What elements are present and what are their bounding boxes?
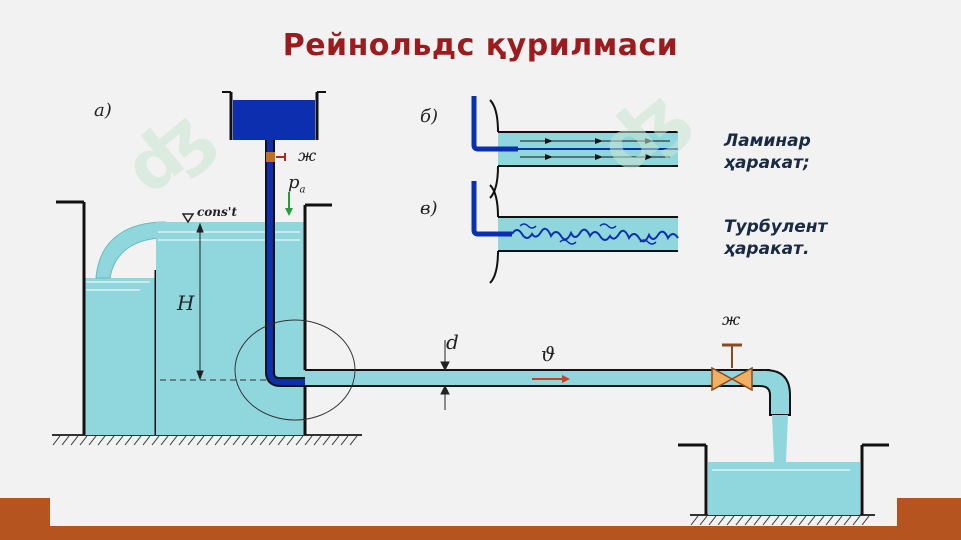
diameter-label: d	[446, 330, 459, 354]
ground-hatch-line	[852, 515, 861, 526]
ground-hatch-line	[61, 435, 70, 446]
ground-hatch-line	[97, 435, 106, 446]
laminar-legend-line2: ҳаракат;	[724, 153, 810, 173]
ground-hatch-line	[780, 515, 789, 526]
ground-hatch-line	[708, 515, 717, 526]
ground-hatch-line	[187, 435, 196, 446]
turbulent-legend-line2: ҳаракат.	[724, 239, 810, 259]
ground-hatch-line	[313, 435, 322, 446]
dye-valve-label: ж	[298, 146, 317, 165]
ground-hatch-line	[133, 435, 142, 446]
accent-bar-bottom	[50, 526, 897, 540]
ground-hatch-line	[331, 435, 340, 446]
ground-hatch-line	[259, 435, 268, 446]
ground-hatch-line	[304, 435, 313, 446]
ground-hatch-line	[151, 435, 160, 446]
ground-hatch-line	[699, 515, 708, 526]
ground-hatch-line	[726, 515, 735, 526]
ground-hatch-line	[771, 515, 780, 526]
ground-hatch-line	[124, 435, 133, 446]
dye-reservoir	[222, 91, 326, 140]
ground-hatch-line	[205, 435, 214, 446]
main-tank	[156, 203, 332, 435]
panel-label-b: б)	[420, 106, 439, 127]
ground-hatch-line	[816, 515, 825, 526]
laminar-legend: Ламинар ҳаракат;	[724, 130, 811, 174]
height-dimension	[196, 222, 204, 381]
ground-hatch-line	[79, 435, 88, 446]
pressure-label: pа	[288, 172, 306, 196]
ground-hatch-line	[340, 435, 349, 446]
accent-bar-left	[0, 498, 50, 540]
overflow-jet	[95, 221, 166, 279]
ground-hatch-line	[115, 435, 124, 446]
ground-hatch-line	[789, 515, 798, 526]
ground-hatch-line	[861, 515, 870, 526]
ground-hatch-line	[753, 515, 762, 526]
ground-hatch-line	[142, 435, 151, 446]
panel-label-v: в)	[420, 198, 438, 219]
ground-hatch-line	[223, 435, 232, 446]
supply-tank	[56, 200, 158, 435]
ground-hatch-line	[286, 435, 295, 446]
ground-hatch-line	[250, 435, 259, 446]
ground-hatch-line	[690, 515, 699, 526]
ground-hatch-line	[349, 435, 358, 446]
ground-hatch-line	[241, 435, 250, 446]
panel-label-a: а)	[94, 100, 112, 121]
turbulent-inset	[471, 181, 679, 284]
ground-hatch-line	[52, 435, 61, 446]
velocity-label: ϑ	[541, 342, 556, 366]
dye-tube	[267, 140, 322, 385]
ground-hatch-line	[762, 515, 771, 526]
velocity-arrow-icon	[532, 375, 570, 383]
ground-hatch-line	[160, 435, 169, 446]
pressure-symbol: p	[288, 172, 300, 193]
diameter-dimension	[440, 340, 450, 410]
laminar-inset	[471, 96, 678, 199]
ground-hatch-line	[232, 435, 241, 446]
ground-hatch-line	[106, 435, 115, 446]
accent-bar-right	[897, 498, 961, 540]
dye-valve-icon	[266, 152, 275, 162]
ground-hatch-line	[214, 435, 223, 446]
ground-hatch-line	[807, 515, 816, 526]
page-title: Рейнольдс қурилмаси	[282, 28, 679, 63]
inlet-highlight	[234, 319, 356, 421]
ground-hatch-line	[717, 515, 726, 526]
ground-hatch-line	[178, 435, 187, 446]
ground-hatch-line	[169, 435, 178, 446]
ground-hatch-line	[277, 435, 286, 446]
ground-hatch-line	[834, 515, 843, 526]
turbulent-legend-line1: Турбулент	[724, 217, 828, 237]
height-label: H	[177, 291, 195, 315]
ground-hatch-line	[798, 515, 807, 526]
collector-tank	[678, 443, 889, 515]
ground-hatch-line	[196, 435, 205, 446]
ground-hatch-line	[88, 435, 97, 446]
level-marker-icon	[181, 213, 195, 224]
const-label: cons't	[197, 205, 238, 219]
falling-water	[772, 415, 788, 462]
ground-hatch-line	[744, 515, 753, 526]
ground-hatch-line	[735, 515, 744, 526]
ground-hatch-line	[268, 435, 277, 446]
ground-hatch-line	[322, 435, 331, 446]
ground-hatch-line	[843, 515, 852, 526]
pressure-subscript: а	[299, 184, 306, 196]
ground-hatch-line	[295, 435, 304, 446]
pressure-arrow-icon	[285, 192, 293, 216]
outlet-valve-icon	[711, 343, 753, 392]
turbulent-legend: Турбулент ҳаракат.	[724, 216, 827, 260]
ground-hatch-line	[70, 435, 79, 446]
ground-hatch-line	[825, 515, 834, 526]
laminar-legend-line1: Ламинар	[724, 131, 811, 151]
outlet-valve-label: ж	[722, 310, 741, 329]
